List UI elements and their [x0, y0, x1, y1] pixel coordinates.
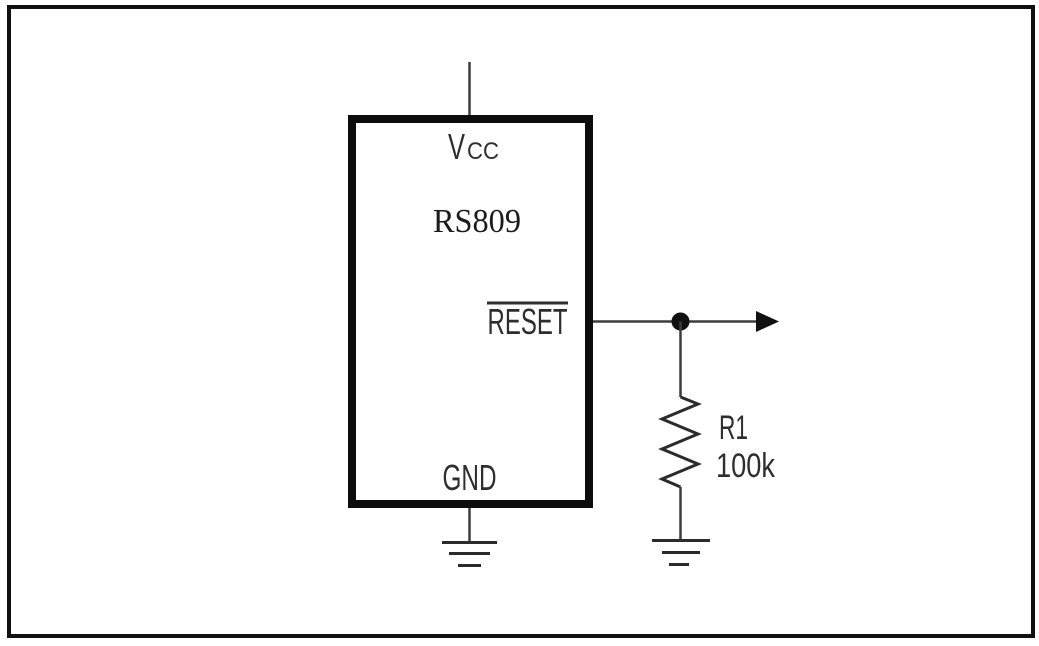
resistor-zigzag — [658, 395, 702, 489]
output-arrowhead-icon — [756, 311, 779, 332]
vcc-pin-label: V CC — [448, 126, 499, 167]
reset-pin-label: RESET — [488, 301, 568, 342]
gnd-pin-label: GND — [443, 457, 497, 498]
ic-part-number: RS809 — [433, 203, 521, 240]
ic-ground-symbol-icon — [442, 541, 497, 567]
ic-body — [348, 115, 593, 508]
resistor-value-label: 100k — [716, 447, 776, 485]
vcc-label-subscript: CC — [467, 138, 499, 165]
resistor-ground-symbol-icon — [652, 539, 710, 566]
resistor-designator-label: R1 — [719, 409, 748, 447]
vcc-label-main: V — [448, 126, 465, 167]
